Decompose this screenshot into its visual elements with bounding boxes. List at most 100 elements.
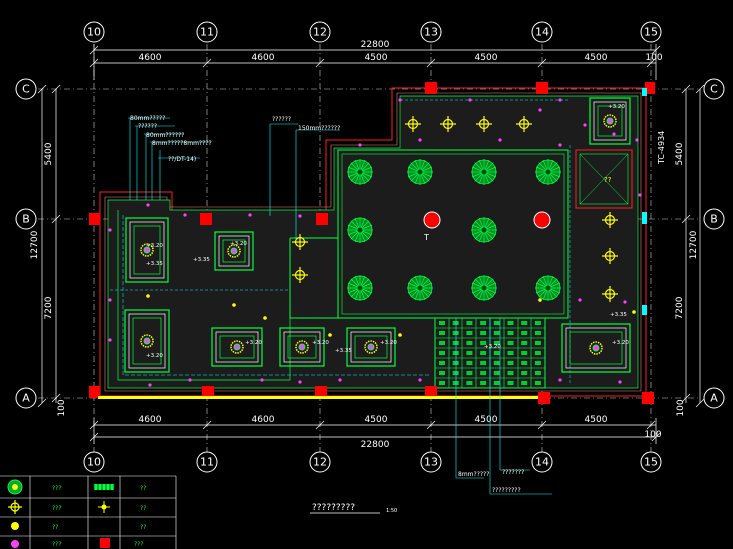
grid-tile	[521, 371, 528, 375]
axis-right-c: C	[710, 83, 718, 96]
vent-dot	[338, 378, 342, 382]
bottom-callout-3: ?????????	[492, 487, 521, 494]
spotlight-icon	[602, 212, 618, 228]
red-downlights	[423, 211, 551, 229]
axis-left-c: C	[22, 83, 30, 96]
vent-dot	[558, 98, 562, 102]
grid-tile	[493, 341, 500, 345]
grid-tile	[480, 341, 487, 345]
grid-tile	[493, 361, 500, 365]
dim-bottom-total: 22800	[361, 440, 390, 450]
axis-left-a: A	[22, 392, 30, 405]
grid-tile	[534, 321, 541, 325]
chandelier-icon	[535, 275, 561, 301]
dim-top-total: 22800	[361, 40, 390, 50]
bottom-callout-2: ???????	[502, 469, 524, 476]
vent-dot	[146, 203, 150, 207]
level-7: +3.20	[312, 340, 329, 346]
level-6: +3.20	[245, 340, 262, 346]
grid-tile	[534, 361, 541, 365]
callout-text-4: 8mm?????8mm????	[152, 140, 212, 147]
chandelier-icon	[471, 217, 497, 243]
axis-top-14: 14	[535, 26, 549, 39]
grid-tile	[439, 331, 445, 335]
vent-dot	[398, 98, 402, 102]
vent-dot	[298, 214, 302, 218]
grid-tile	[439, 371, 445, 375]
dim-right-total: 12700	[689, 230, 699, 259]
callout-text-1: 80mm?????	[130, 115, 165, 122]
callout-text-6: 150mm??????	[298, 125, 340, 132]
axis-bottom-15: 15	[644, 456, 658, 469]
dim-bottom-seg-4: 4500	[475, 415, 498, 425]
dim-bottom-tail: 100	[644, 430, 661, 440]
grid-tile	[466, 381, 473, 385]
grid-tile	[493, 351, 500, 355]
level-12: +3.20	[612, 340, 629, 346]
vent-dot	[498, 138, 502, 142]
spotlight-icon	[602, 286, 618, 302]
dim-top-seg-1: 4600	[139, 53, 162, 63]
recessed-panel	[124, 309, 170, 373]
chandelier-icon	[347, 275, 373, 301]
grid-tile	[507, 341, 514, 345]
axis-top-11: 11	[200, 26, 214, 39]
grid-tile	[521, 321, 528, 325]
recessed-panel	[346, 327, 396, 367]
grid-tile	[466, 361, 473, 365]
dim-bottom-seg-5: 4500	[585, 415, 608, 425]
floor-strip	[98, 396, 538, 399]
grid-tile	[466, 351, 473, 355]
vent-dot	[583, 123, 587, 127]
spotlight-icon	[440, 116, 456, 132]
vent-dot	[418, 138, 422, 142]
axis-left-b: B	[22, 213, 30, 226]
legend-r3-c2: ??	[140, 524, 146, 531]
spotlight-icon	[516, 116, 532, 132]
chandelier-icon	[347, 159, 373, 185]
vent-dot	[148, 383, 152, 387]
dim-right-lower: 7200	[675, 296, 685, 319]
dim-top-seg-5: 4500	[585, 53, 608, 63]
grid-tile	[480, 371, 487, 375]
vent-dot	[635, 138, 639, 142]
dim-left-upper: 5400	[44, 142, 54, 165]
dim-bottom-seg-3: 4500	[365, 415, 388, 425]
vent-dot	[558, 143, 562, 147]
vent-dot	[468, 98, 472, 102]
axis-top-10: 10	[87, 26, 101, 39]
axis-right-b: B	[710, 213, 718, 226]
grid-tile	[534, 331, 541, 335]
chandelier-icon	[407, 159, 433, 185]
grid-tile	[480, 381, 487, 385]
grid-tile	[521, 341, 528, 345]
dim-left-tail: 100	[57, 399, 67, 416]
title-text: ?????????	[312, 503, 355, 513]
callout-text-8: ??/DT-14)	[168, 156, 196, 163]
vent-dot	[538, 108, 542, 112]
level-5: +3.20	[146, 353, 163, 359]
recessed-panels	[124, 97, 631, 373]
level-13: +3.20	[608, 104, 625, 110]
axis-bottom-14: 14	[535, 456, 549, 469]
legend-r3-c1: ??	[52, 524, 58, 531]
grid-tile	[480, 321, 487, 325]
column-bubbles-bottom	[83, 451, 662, 473]
dim-top-seg-3: 4500	[365, 53, 388, 63]
grid-tile	[466, 331, 473, 335]
grid-tile	[493, 381, 500, 385]
recessed-panel	[214, 231, 254, 271]
vent-dot	[578, 298, 582, 302]
recessed-panel	[279, 327, 325, 367]
recessed-panel	[211, 327, 263, 367]
grid-tile	[493, 331, 500, 335]
recessed-panel	[561, 323, 631, 373]
vent-dot	[638, 193, 642, 197]
grid-tile	[439, 321, 445, 325]
grid-tile	[493, 321, 500, 325]
grid-tile	[439, 361, 445, 365]
yellow-spotlights	[292, 116, 618, 302]
spotlight-icon	[602, 248, 618, 264]
level-4: +3.35	[193, 257, 210, 263]
axis-bottom-12: 12	[313, 456, 327, 469]
